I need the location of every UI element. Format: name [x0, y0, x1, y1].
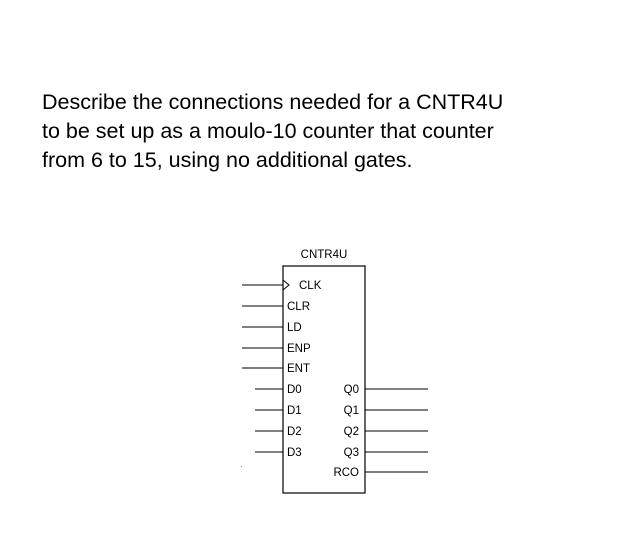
pin-label-rco: RCO [333, 467, 359, 479]
pin-label-d0: D0 [287, 384, 302, 396]
pin-label-clk: CLK [299, 280, 322, 292]
question-line-2: to be set up as a moulo-10 counter that … [42, 119, 494, 143]
pin-label-d1: D1 [287, 405, 302, 417]
output-wires [365, 388, 428, 473]
pin-label-q2: Q2 [344, 426, 359, 438]
pin-label-q0: Q0 [344, 384, 359, 396]
pin-label-q3: Q3 [344, 447, 359, 459]
question-text: Describe the connections needed for a CN… [42, 88, 602, 175]
question-line-3: from 6 to 15, using no additional gates. [42, 148, 413, 172]
data-input-wires [255, 388, 283, 453]
control-input-wires [242, 284, 283, 369]
pin-label-enp: ENP [287, 343, 311, 355]
stray-dot [241, 466, 242, 467]
pin-label-ent: ENT [287, 363, 310, 375]
question-line-1: Describe the connections needed for a CN… [42, 90, 504, 114]
pin-label-ld: LD [287, 322, 302, 334]
clock-triangle-icon [282, 279, 290, 291]
pin-label-d3: D3 [287, 447, 302, 459]
pin-label-clr: CLR [287, 301, 310, 313]
chip-body [282, 265, 366, 494]
pin-label-d2: D2 [287, 426, 302, 438]
pin-label-q1: Q1 [344, 405, 359, 417]
chip-name-label: CNTR4U [301, 249, 348, 261]
